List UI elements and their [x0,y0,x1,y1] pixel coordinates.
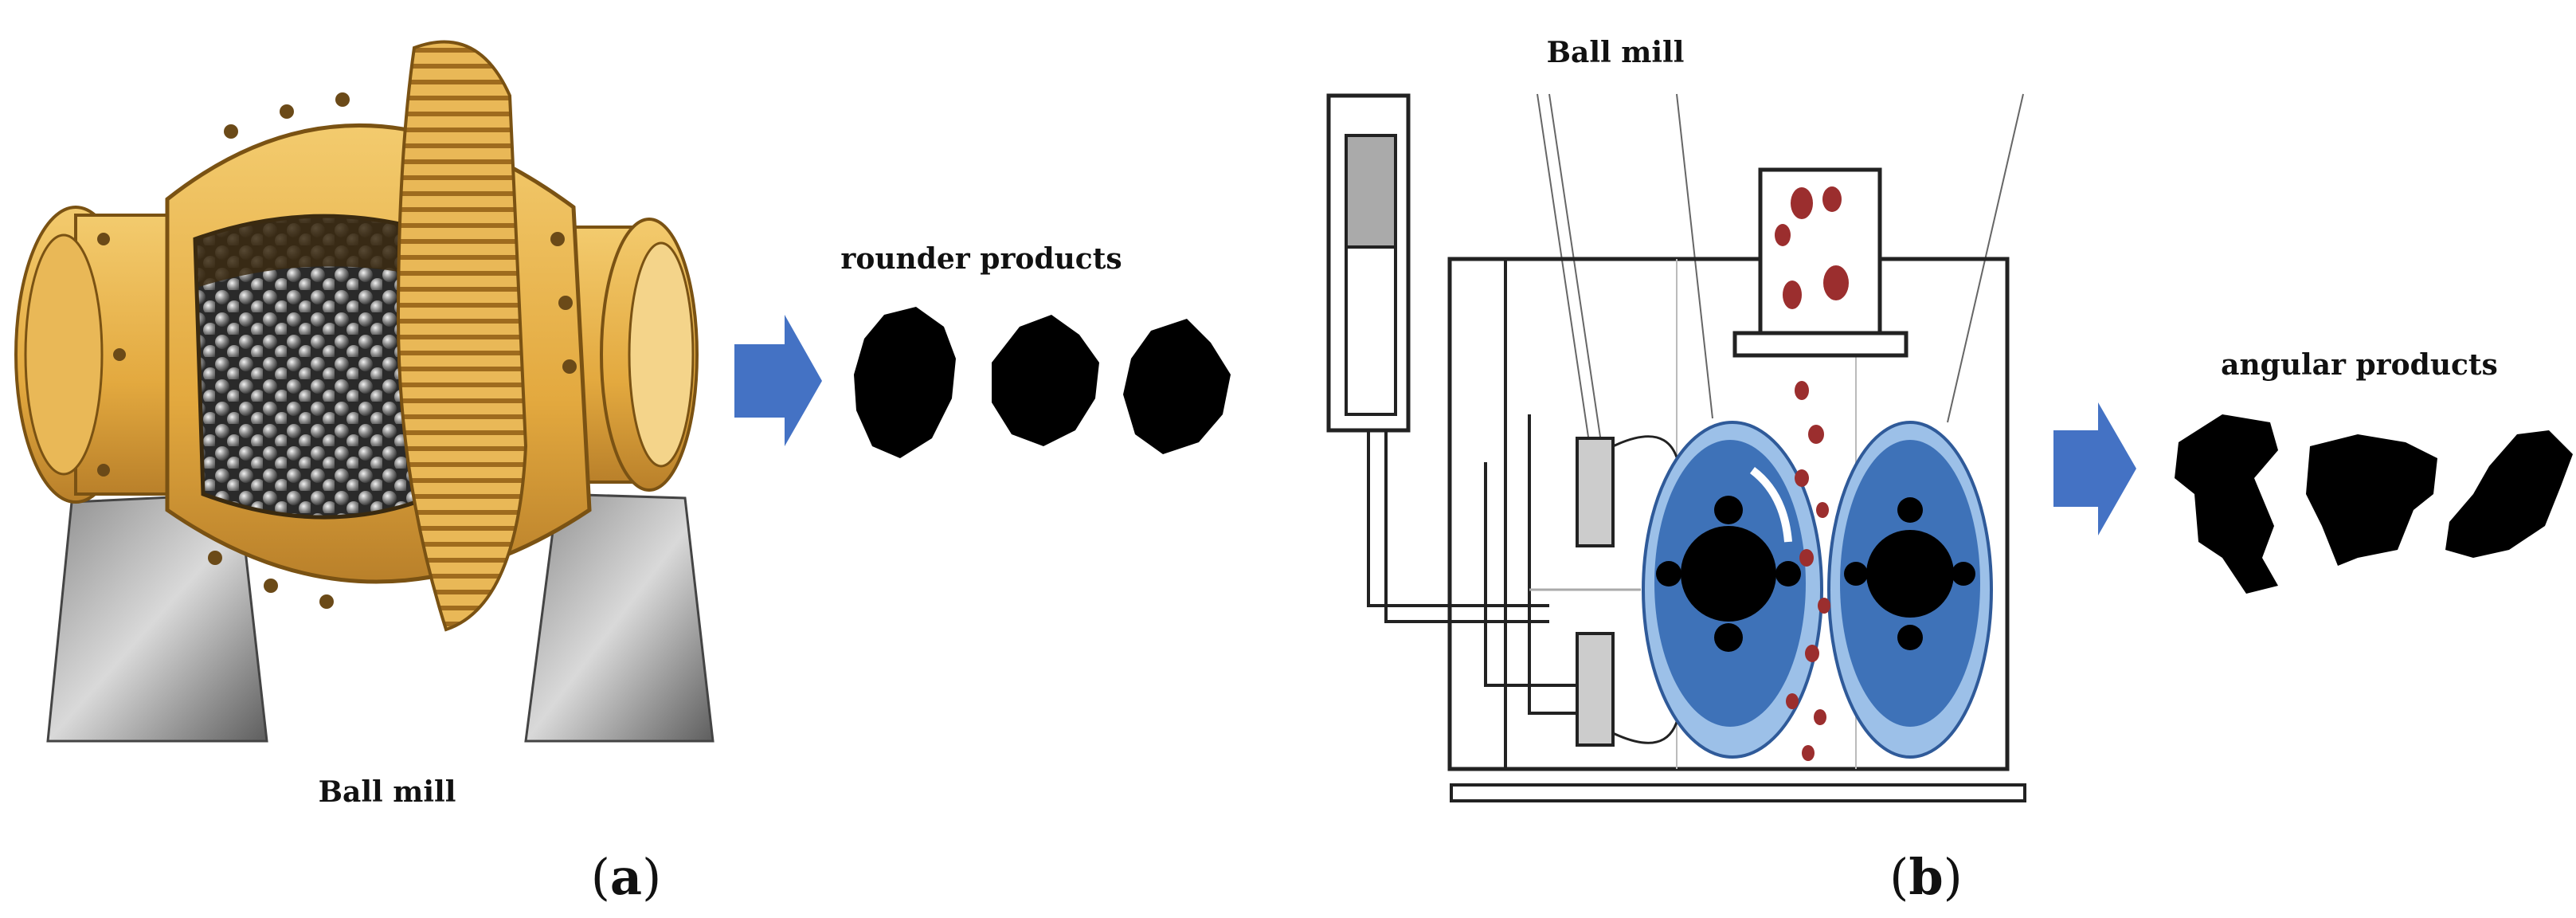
panel-b-caption-open: ( [1889,848,1909,906]
panel-a-caption-close: ) [642,848,661,906]
right-roller [1827,421,1993,759]
ball-mill-label-b: Ball mill [1547,36,1685,69]
rounder-particle [854,307,956,458]
panel-a-caption-open: ( [591,848,610,906]
right-arrow-icon [734,315,822,446]
angular-particle [2175,414,2278,594]
panel-a-caption: (a) [591,848,662,906]
ball-mill-label-a: Ball mill [319,775,456,809]
left-roller [1642,421,1823,759]
rounder-products-label: rounder products [840,242,1122,276]
panel-b-caption-close: ) [1944,848,1963,906]
panel-b-caption: (b) [1889,848,1963,906]
angular-particle [2445,430,2573,558]
panel-b-caption-letter: b [1909,848,1943,906]
rounder-particle [1123,319,1231,454]
panel-b: Ball mill [1326,36,2573,906]
right-arrow-icon [2053,402,2136,536]
panel-a-caption-letter: a [610,848,642,906]
panel-a: Ball mill rounder products (a) [14,40,1231,906]
falling-particles [1775,186,1849,761]
angular-products-label: angular products [2221,348,2498,382]
angular-particle [2306,434,2437,566]
rounder-particle [992,315,1099,446]
ball-mill-illustration [14,40,714,743]
